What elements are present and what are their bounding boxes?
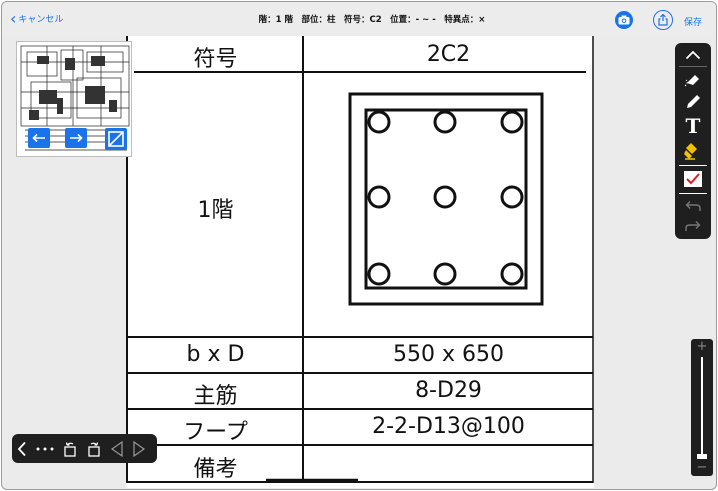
thumb-next-button[interactable] <box>65 128 87 148</box>
undo-button[interactable] <box>675 196 711 216</box>
plus-icon[interactable]: + <box>696 339 708 354</box>
row-label-floor: 1階 <box>197 198 234 223</box>
pencil-tool-button[interactable] <box>675 91 711 113</box>
row-label-hoop: フープ <box>183 420 248 445</box>
chevron-left-icon <box>17 441 26 456</box>
save-button[interactable]: 保存 <box>684 18 703 28</box>
row-label-symbol: 符号 <box>193 47 238 72</box>
row-value-symbol: 2C2 <box>426 42 471 67</box>
text-icon: T <box>685 114 701 138</box>
rotate-left-button[interactable] <box>58 434 82 463</box>
rotate-right-button[interactable] <box>82 434 106 463</box>
redo-icon <box>685 221 701 231</box>
redo-button[interactable] <box>675 216 711 236</box>
top-bar: ‹ キャンセル 階：1 階 部位：柱 符号：C2 位置：- ~ - 特異点：× … <box>2 2 716 36</box>
row-value-main-rebar: 8-D29 <box>415 378 482 403</box>
toolbar-divider <box>679 165 707 166</box>
next-page-button[interactable] <box>128 434 150 463</box>
rotate-left-icon <box>64 441 76 457</box>
table-grid <box>126 36 594 483</box>
page-thumbnail[interactable] <box>16 41 132 157</box>
text-tool-button[interactable]: T <box>675 114 711 138</box>
rotate-right-icon <box>88 441 100 457</box>
toolbar-divider <box>679 66 707 67</box>
zoom-track <box>701 357 703 457</box>
row-value-hoop: 2-2-D13@100 <box>372 414 525 439</box>
thumb-fit-button[interactable] <box>105 128 127 150</box>
share-button[interactable] <box>653 10 673 30</box>
checkbox-icon <box>684 171 702 187</box>
row-label-main-rebar: 主筋 <box>193 384 238 409</box>
pencil-icon <box>687 95 700 108</box>
arrow-left-icon <box>32 133 45 143</box>
drawing-toolbar: T <box>675 43 711 239</box>
highlighter-tool-button[interactable] <box>675 139 711 163</box>
thumb-prev-button[interactable] <box>28 128 50 148</box>
minus-icon[interactable]: − <box>696 460 708 475</box>
checkbox-tool-button[interactable] <box>675 167 711 191</box>
camera-button[interactable] <box>615 11 633 29</box>
next-page-icon <box>133 440 146 457</box>
undo-icon <box>685 201 701 211</box>
eraser-tool-button[interactable] <box>675 68 711 90</box>
drawing-canvas[interactable]: 符号 2C2 1階 b x D 550 x 650 主筋 8-D29 フープ 2… <box>126 36 594 488</box>
zoom-thumb[interactable] <box>697 454 707 459</box>
row-label-size: b x D <box>186 342 245 367</box>
collapse-nav-button[interactable] <box>12 434 32 463</box>
chevron-left-icon: ‹ <box>10 8 17 28</box>
zoom-slider[interactable]: + − <box>691 339 713 476</box>
chevron-up-icon <box>685 50 701 60</box>
row-label-remarks: 備考 <box>193 457 238 482</box>
prev-page-icon <box>110 440 123 457</box>
fit-icon <box>108 131 124 147</box>
cancel-label: キャンセル <box>18 15 64 25</box>
arrow-right-icon <box>70 133 83 143</box>
row-value-size: 550 x 650 <box>393 342 504 367</box>
share-icon <box>658 14 668 26</box>
cancel-button[interactable]: ‹ キャンセル <box>10 8 64 28</box>
more-button[interactable] <box>32 434 58 463</box>
collapse-toolbar-button[interactable] <box>675 45 711 65</box>
column-section-drawing <box>348 92 544 306</box>
highlighter-icon <box>684 143 697 160</box>
page-title: 階：1 階 部位：柱 符号：C2 位置：- ~ - 特異点：× <box>258 15 486 25</box>
toolbar-divider <box>679 193 707 194</box>
eraser-icon <box>684 75 699 87</box>
page-navigation-bar <box>12 434 157 463</box>
more-icon <box>36 447 54 450</box>
prev-page-button[interactable] <box>106 434 128 463</box>
camera-icon <box>618 15 630 25</box>
